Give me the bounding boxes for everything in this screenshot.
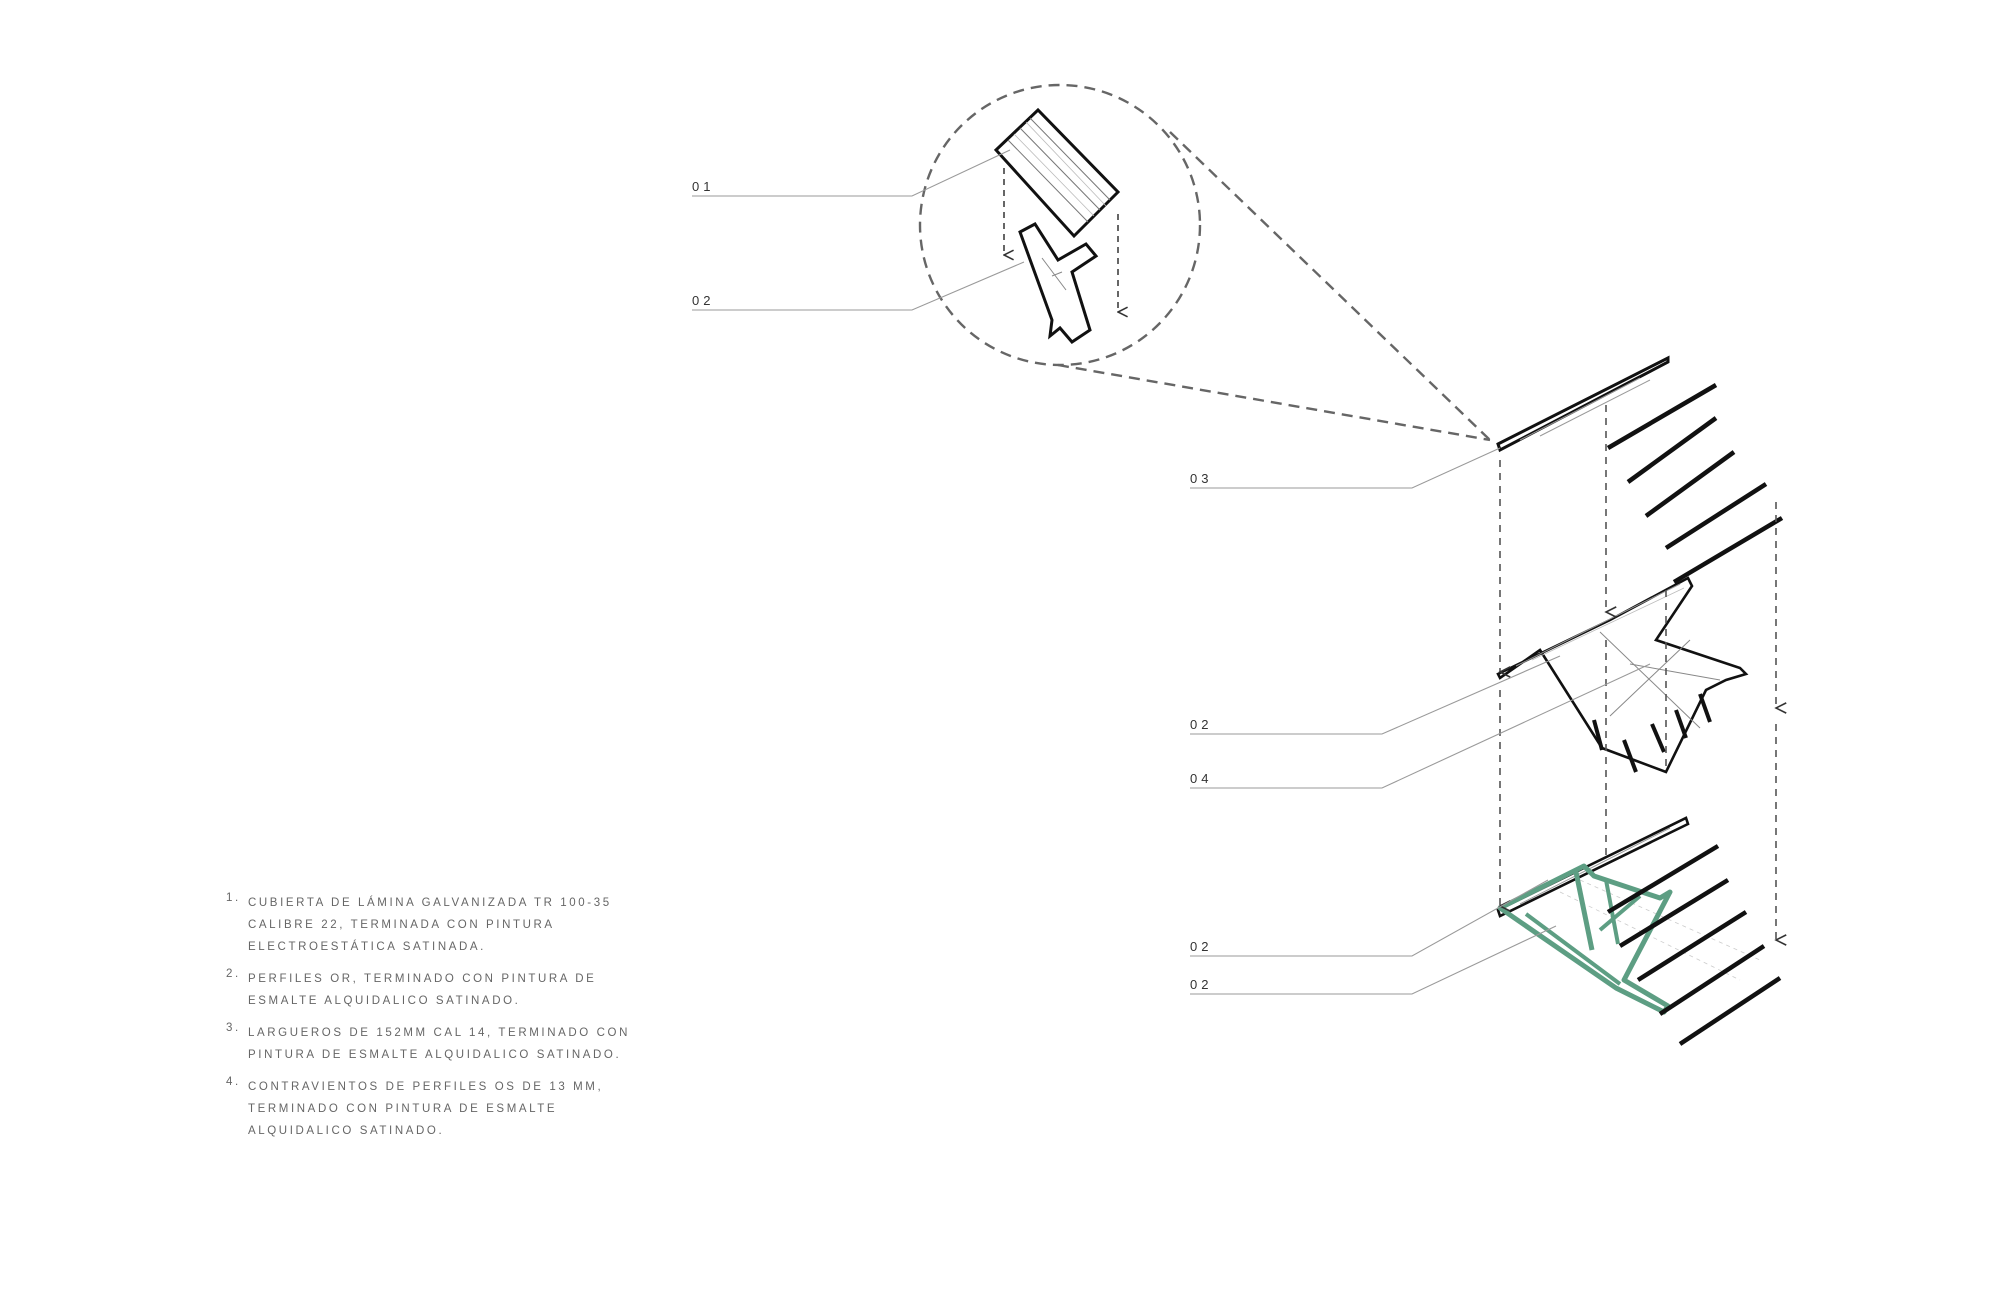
leader-02-detail <box>692 261 1025 311</box>
magnifier-connector-top <box>1169 131 1491 441</box>
callout-02-detail: 02 <box>692 293 714 308</box>
truss-leg-1 <box>1622 739 1638 773</box>
legend-line: Largueros de 152mm cal 14, terminado con <box>248 1027 630 1039</box>
leader-02-b <box>1190 879 1549 957</box>
assembled-purlin-3 <box>1636 910 1748 982</box>
magnifier-connector-bottom <box>1057 363 1491 442</box>
legend-line: electroestática satinada. <box>248 941 486 953</box>
sheet-detail <box>993 107 1121 239</box>
legend: 1. Cubierta de lámina galvanizada TR 100… <box>226 892 646 1152</box>
assembled-purlin-5 <box>1678 976 1782 1046</box>
purlin-2 <box>1626 416 1718 484</box>
leader-02-a <box>1190 655 1561 735</box>
purlin-1 <box>1606 383 1718 450</box>
legend-line: alquidalico satinado. <box>248 1125 445 1137</box>
legend-item-3: 3. Largueros de 152mm cal 14, terminado … <box>226 1022 646 1066</box>
truss-leg-2 <box>1650 723 1666 753</box>
legend-line: Perfiles OR, terminado con pintura de <box>248 973 597 985</box>
legend-line: Contravientos de perfiles OS de 13 mm, <box>248 1081 604 1093</box>
explode-arrows <box>1500 405 1776 940</box>
legend-item-2: 2. Perfiles OR, terminado con pintura de… <box>226 968 646 1012</box>
legend-line: terminado con pintura de esmalte <box>248 1103 558 1115</box>
legend-item-4: 4. Contravientos de perfiles OS de 13 mm… <box>226 1076 646 1142</box>
leader-lines <box>692 149 1651 995</box>
truss-leg-5 <box>1592 719 1604 751</box>
purlin-3 <box>1644 450 1736 518</box>
legend-item-1: 1. Cubierta de lámina galvanizada TR 100… <box>226 892 646 958</box>
purlin-5 <box>1672 516 1784 584</box>
callout-02-c: 02 <box>1190 977 1212 992</box>
green-truss <box>1497 863 1673 1015</box>
legend-line: Cubierta de lámina galvanizada TR 100-35 <box>248 897 612 909</box>
callouts: 01 02 03 02 04 02 02 <box>692 179 1212 992</box>
callout-01: 01 <box>692 179 714 194</box>
callout-03: 03 <box>1190 471 1212 486</box>
layer-roof-sheet <box>1496 355 1784 584</box>
leader-01 <box>692 149 1011 197</box>
assembled-purlin-4 <box>1658 944 1766 1016</box>
legend-number: 4. <box>226 1076 241 1088</box>
callout-02-b: 02 <box>1190 939 1212 954</box>
purlin-4 <box>1664 482 1768 550</box>
truss-outline <box>1496 576 1749 774</box>
assembled-purlin-1 <box>1606 844 1720 914</box>
callout-04: 04 <box>1190 771 1212 786</box>
legend-number: 3. <box>226 1022 241 1034</box>
green-truss-post-1 <box>1573 871 1595 951</box>
profile-detail <box>1018 222 1099 344</box>
layer-truss-bracing <box>1496 576 1749 774</box>
legend-number: 1. <box>226 892 241 904</box>
leader-03 <box>1190 447 1501 489</box>
leader-02-c <box>1190 925 1557 995</box>
layer-assembled <box>1496 816 1782 1046</box>
bracing-diag-2 <box>1609 639 1691 717</box>
legend-number: 2. <box>226 968 241 980</box>
detail-magnifier <box>918 83 1491 442</box>
green-truss-diag <box>1598 894 1642 932</box>
truss-leg-3 <box>1674 709 1688 739</box>
truss-leg-4 <box>1698 693 1712 723</box>
callout-02-a: 02 <box>1190 717 1212 732</box>
bracing-diag-1 <box>1599 631 1701 729</box>
leader-04 <box>1190 663 1651 789</box>
legend-line: esmalte alquidalico satinado. <box>248 995 521 1007</box>
legend-line: pintura de esmalte alquidalico satinado. <box>248 1049 622 1061</box>
legend-line: calibre 22, terminada con pintura <box>248 919 555 931</box>
green-truss-bottom <box>1524 912 1622 986</box>
roof-sheet-edge <box>1496 355 1670 453</box>
assembled-purlin-2 <box>1618 878 1730 948</box>
